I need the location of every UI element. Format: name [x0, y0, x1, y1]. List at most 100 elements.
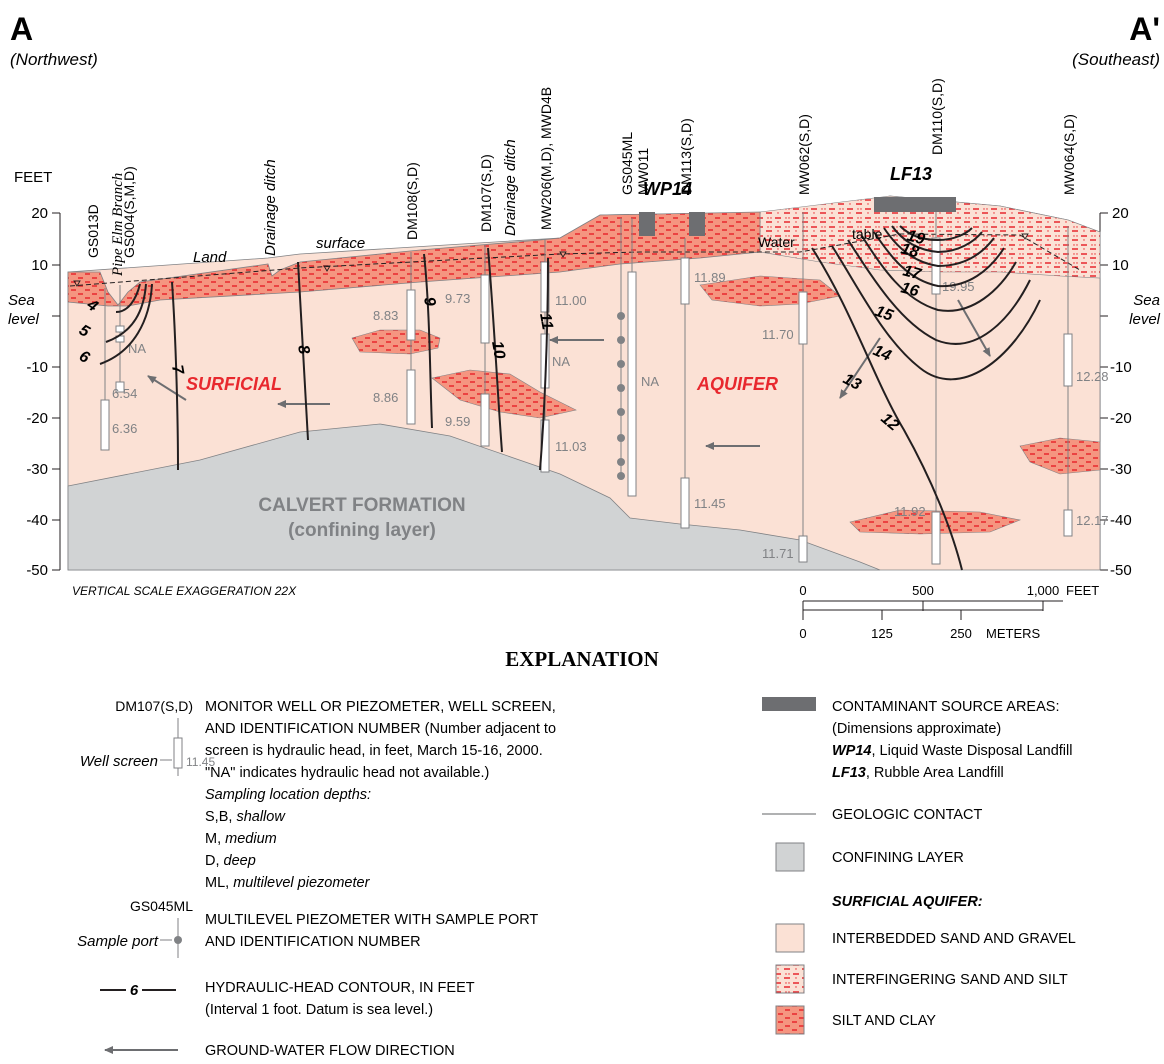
- tick-left: 20: [31, 205, 48, 222]
- left-axis: 20 10 -10 -20 -30 -40 -50 Sea level: [8, 205, 60, 579]
- tick-right: 10: [1112, 257, 1129, 274]
- legend-text: CONTAMINANT SOURCE AREAS:: [832, 699, 1059, 715]
- northwest-label: (Northwest): [10, 50, 98, 69]
- well-id-mw064: MW064(S,D): [1061, 114, 1077, 195]
- aquifer-label: AQUIFER: [696, 374, 778, 394]
- head-value: 11.92: [894, 504, 926, 519]
- well-screen: [932, 512, 940, 564]
- tick-right: -20: [1110, 410, 1132, 427]
- tick-right: -50: [1110, 562, 1132, 579]
- legend-multilevel-piezometer: GS045ML Sample port MULTILEVEL PIEZOMETE…: [77, 898, 538, 958]
- legend-text: HYDRAULIC-HEAD CONTOUR, IN FEET: [205, 980, 475, 996]
- sea-level-left: Sea: [8, 292, 35, 309]
- well-id-mw062: MW062(S,D): [796, 114, 812, 195]
- wp14-label: WP14: [643, 179, 692, 199]
- scale-meters-tick: 125: [871, 626, 893, 641]
- legend-sample-port-label: Sample port: [77, 933, 159, 950]
- well-screen: [116, 326, 124, 332]
- tick-left: -30: [26, 461, 48, 478]
- legend-swatch-source: [762, 697, 816, 711]
- head-value: 6.54: [112, 386, 137, 401]
- tick-left: 10: [31, 257, 48, 274]
- lf13-label: LF13: [890, 164, 932, 184]
- scale-meters-tick: 0: [799, 626, 806, 641]
- scale-feet-tick: 0: [799, 583, 806, 598]
- legend-monitor-well: DM107(S,D) Well screen 11.45 MONITOR WEL…: [80, 698, 556, 891]
- well-screen: [628, 272, 636, 496]
- well-screen: [681, 478, 689, 528]
- legend-well-id: DM107(S,D): [115, 698, 193, 714]
- well-id-dm110: DM110(S,D): [929, 78, 945, 155]
- head-value: 8.83: [373, 308, 398, 323]
- land-surface-label: Land: [193, 249, 227, 266]
- scale-meters-unit: METERS: [986, 626, 1041, 641]
- legend-swatch-sand-gravel: [776, 924, 804, 952]
- well-id-dm108: DM108(S,D): [404, 162, 420, 240]
- scale-feet-tick: 500: [912, 583, 934, 598]
- pipe-elm-branch-label: Pipe Elm Branch: [110, 173, 126, 277]
- head-value: 11.45: [694, 496, 726, 511]
- na-label: NA: [552, 354, 570, 369]
- tick-right: -30: [1110, 461, 1132, 478]
- scale-meters-tick: 250: [950, 626, 972, 641]
- calvert-formation-label: CALVERT FORMATION: [258, 495, 465, 516]
- legend-swatch-confining: [776, 843, 804, 871]
- vertical-exaggeration-label: VERTICAL SCALE EXAGGERATION 22X: [72, 584, 297, 598]
- legend-flow-direction: GROUND-WATER FLOW DIRECTION: [105, 1043, 455, 1059]
- drainage-ditch-label: Drainage ditch: [502, 139, 519, 236]
- sea-level-right: level: [1129, 311, 1161, 328]
- confining-layer-label: (confining layer): [288, 520, 436, 541]
- legend-text: WP14, Liquid Waste Disposal Landfill: [832, 743, 1072, 759]
- tick-right: -40: [1110, 512, 1132, 529]
- legend-text: "NA" indicates hydraulic head not availa…: [205, 765, 489, 781]
- sea-level-left: level: [8, 311, 40, 328]
- contour-label: 10: [488, 340, 508, 361]
- head-value: 11.00: [555, 293, 587, 308]
- legend-contour-sample: 6: [130, 982, 139, 999]
- drainage-ditch-label: Drainage ditch: [262, 159, 279, 256]
- legend-text: (Interval 1 foot. Datum is sea level.): [205, 1002, 433, 1018]
- legend-text: GROUND-WATER FLOW DIRECTION: [205, 1043, 455, 1059]
- legend-depths-title: Sampling location depths:: [205, 787, 371, 803]
- legend-right-column: CONTAMINANT SOURCE AREAS: (Dimensions ap…: [762, 697, 1076, 1034]
- legend-text: LF13, Rubble Area Landfill: [832, 765, 1004, 781]
- axis-unit-label: FEET: [14, 169, 52, 186]
- explanation-title: EXPLANATION: [505, 647, 659, 671]
- water-table-label: table: [852, 226, 883, 242]
- legend-depth: S,B, shallow: [205, 809, 286, 825]
- scale-feet-tick: 1,000: [1027, 583, 1060, 598]
- well-id-gs013d: GS013D: [85, 204, 101, 258]
- southeast-label: (Southeast): [1072, 50, 1160, 69]
- legend-text: MULTILEVEL PIEZOMETER WITH SAMPLE PORT: [205, 912, 538, 928]
- well-screen: [1064, 510, 1072, 536]
- tick-left: -10: [26, 359, 48, 376]
- head-value: 11.71: [762, 546, 794, 561]
- lf13-source-area: [874, 197, 956, 212]
- water-table-label: Water: [758, 234, 795, 250]
- legend-depth: ML, multilevel piezometer: [205, 875, 371, 891]
- legend-well-screen-label: Well screen: [80, 753, 158, 770]
- legend-text: CONFINING LAYER: [832, 850, 964, 866]
- tick-right: 20: [1112, 205, 1129, 222]
- legend-aquifer-title: SURFICIAL AQUIFER:: [832, 894, 983, 910]
- contour-label: 11: [536, 312, 556, 331]
- well-screen: [407, 290, 415, 340]
- legend-swatch-sand-silt: [776, 965, 804, 993]
- na-label: NA: [641, 374, 659, 389]
- legend-depth: M, medium: [205, 831, 277, 847]
- legend-depth: D, deep: [205, 853, 256, 869]
- head-value: 12.28: [1076, 369, 1109, 384]
- land-surface-label: surface: [316, 235, 365, 252]
- head-value: 9.73: [445, 291, 470, 306]
- legend-swatch-silt-clay: [776, 1006, 804, 1034]
- legend-text: INTERBEDDED SAND AND GRAVEL: [832, 931, 1076, 947]
- head-value: 11.89: [694, 270, 726, 285]
- well-screen: [101, 400, 109, 450]
- legend-text: screen is hydraulic head, in feet, March…: [205, 743, 543, 759]
- legend-text: (Dimensions approximate): [832, 721, 1001, 737]
- section-end-label: A': [1129, 11, 1160, 47]
- head-value: 12.17: [1076, 513, 1109, 528]
- sea-level-right: Sea: [1133, 292, 1160, 309]
